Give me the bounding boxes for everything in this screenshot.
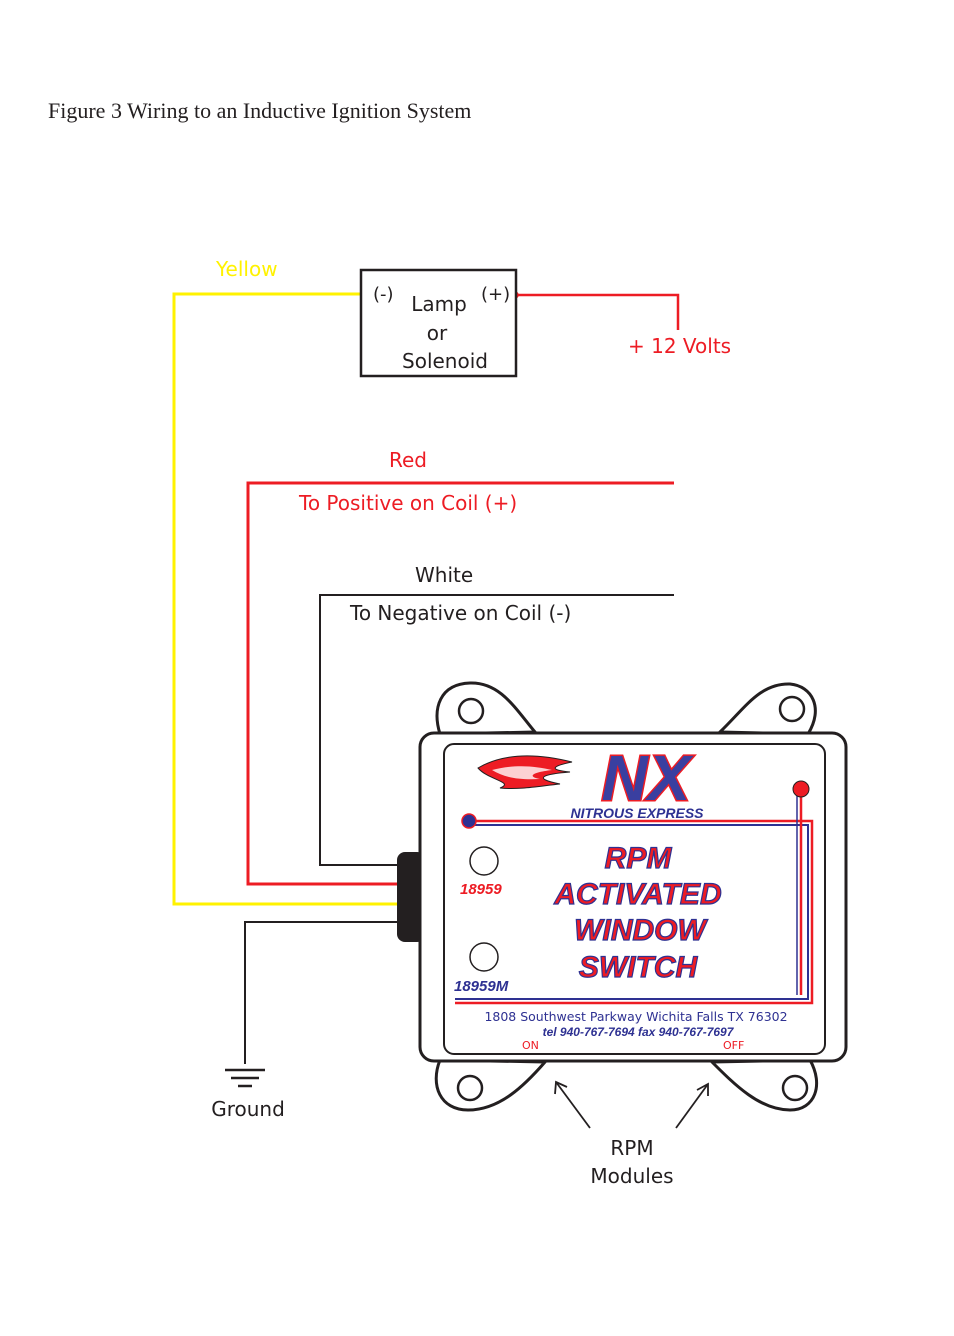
module-title-line3: WINDOW [574,914,708,947]
ground-label: Ground [211,1097,285,1121]
switch-on-label: ON [522,1039,539,1052]
red-supply-wire [511,291,680,330]
wire-connector [397,852,425,942]
lamp-label-line1: Lamp [411,292,467,316]
rpm-module-arrows [554,1080,709,1129]
blue-led-indicator [461,813,477,829]
white-wire-destination: To Negative on Coil (-) [349,601,571,625]
red-coil-wire [246,481,674,886]
module-title-line2: ACTIVATED [553,878,721,911]
red-wire-label: Red [389,448,427,472]
red-led-indicator [792,780,810,798]
red-wire-destination: To Positive on Coil (+) [298,491,517,515]
rpm-modules-label-line2: Modules [590,1164,673,1188]
ground-symbol [225,1068,265,1088]
led-trace-lines [455,790,814,1005]
module-address: 1808 Southwest Parkway Wichita Falls TX … [484,1009,787,1024]
part-number-18959: 18959 [460,881,502,898]
ground-wire [244,921,398,1064]
module-title: RPM ACTIVATED WINDOW SWITCH [553,841,722,984]
nitrous-express-label: NITROUS EXPRESS [570,805,704,821]
yellow-wire [172,292,398,906]
rpm-modules-label-line1: RPM [610,1136,653,1160]
module-title-line1: RPM [605,842,673,875]
yellow-wire-label: Yellow [215,257,278,281]
switch-off-label: OFF [723,1039,744,1052]
white-coil-wire [319,594,674,866]
lamp-label-line3: Solenoid [402,349,488,373]
lamp-label-line2: or [427,321,448,345]
nx-flame-logo: NX NITROUS EXPRESS [477,741,704,821]
lamp-positive-terminal: (+) [481,284,510,305]
part-number-18959m: 18959M [454,978,509,995]
window-switch-module: NX NITROUS EXPRESS 18959 18959M RPM ACTI… [397,681,848,1112]
rpm-module-socket-b[interactable] [469,942,499,972]
nx-logo-letters: NX [602,742,694,814]
module-mounting-ears [434,681,819,1112]
figure-title: Figure 3 Wiring to an Inductive Ignition… [48,98,471,123]
rpm-module-socket-a[interactable] [469,846,499,876]
lamp-negative-terminal: (-) [373,284,394,305]
white-wire-label: White [415,563,473,587]
module-title-line4: SWITCH [579,951,699,984]
lamp-solenoid-box: (-) (+) Lamp or Solenoid [359,268,518,378]
module-phone: tel 940-767-7694 fax 940-767-7697 [543,1025,735,1039]
supply-voltage-label: + 12 Volts [628,334,731,358]
